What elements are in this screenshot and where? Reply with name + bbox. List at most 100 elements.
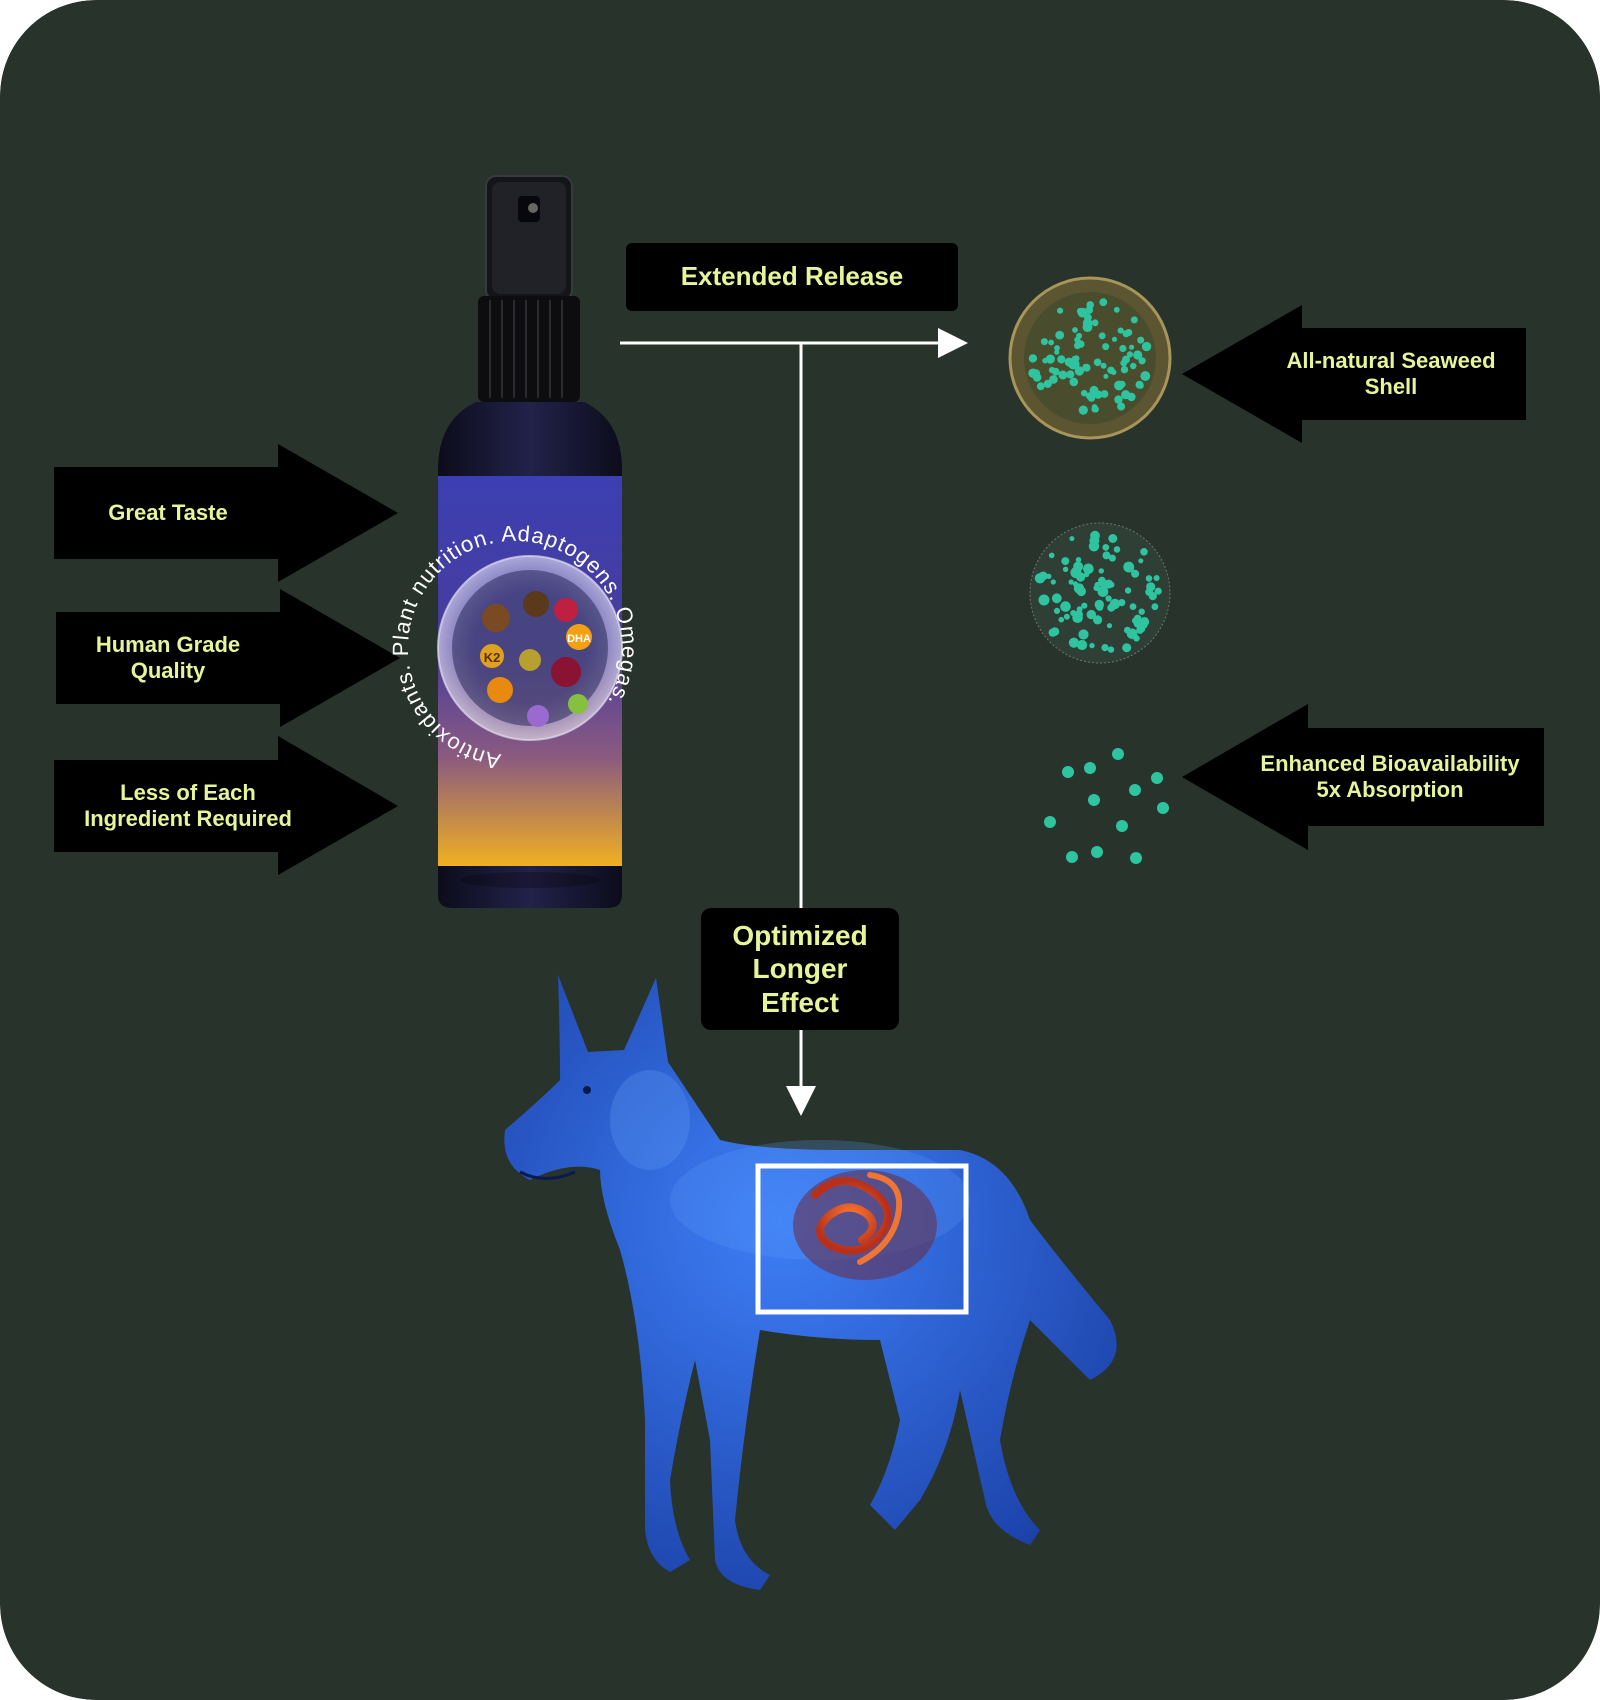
particle-dot bbox=[1122, 643, 1132, 653]
particle-dot bbox=[1111, 336, 1118, 342]
particle-dot bbox=[1048, 552, 1055, 559]
particle-dot bbox=[1093, 358, 1102, 367]
particle-dot bbox=[1057, 355, 1066, 364]
particle-dot bbox=[1028, 354, 1038, 363]
particle-dot bbox=[1141, 341, 1152, 352]
particle-dot bbox=[1062, 566, 1069, 572]
particle-dot bbox=[1054, 349, 1060, 355]
particle-dot bbox=[1055, 330, 1065, 340]
particle-dot bbox=[1124, 587, 1132, 594]
particle-dot bbox=[1057, 307, 1064, 314]
particle-dot bbox=[1117, 402, 1126, 411]
particle-dot bbox=[1069, 536, 1075, 542]
particle-dot bbox=[1108, 554, 1116, 562]
feature-arrow-human-grade bbox=[56, 589, 400, 727]
particle-dot bbox=[1086, 392, 1094, 400]
particle-dot bbox=[1123, 561, 1135, 573]
particle-dot bbox=[1151, 603, 1159, 611]
particle-dot bbox=[1043, 379, 1052, 388]
released-particles-icon bbox=[1044, 748, 1169, 864]
particle-dot bbox=[1118, 380, 1126, 388]
particle-dot bbox=[1078, 405, 1088, 415]
particle-dot bbox=[1038, 594, 1050, 606]
particle-dot bbox=[1098, 332, 1106, 340]
particle-dot bbox=[1133, 635, 1140, 642]
particle-dot bbox=[1122, 355, 1130, 364]
particle-dot bbox=[1135, 352, 1142, 358]
effect-line-2: Longer bbox=[752, 953, 848, 985]
particle-dot bbox=[1068, 637, 1079, 648]
particle-dot bbox=[1137, 382, 1144, 389]
particle-dot bbox=[1092, 406, 1099, 413]
particle-dot bbox=[1074, 610, 1083, 619]
dha-badge-label: DHA bbox=[567, 633, 591, 645]
callout-arrow-bioavailability bbox=[1182, 704, 1544, 850]
particle-dot bbox=[1114, 395, 1123, 404]
particle-dot bbox=[1100, 362, 1107, 369]
dha-badge-icon bbox=[566, 624, 592, 650]
callout-label-seaweed-shell: All-natural Seaweed Shell bbox=[1266, 328, 1516, 420]
particle-dot bbox=[1109, 598, 1121, 610]
released-particle bbox=[1062, 766, 1074, 778]
released-particle bbox=[1091, 846, 1103, 858]
particle-dot bbox=[1089, 642, 1095, 649]
particle-dot bbox=[1139, 626, 1146, 633]
particle-dot bbox=[1080, 389, 1088, 397]
particle-dot bbox=[1051, 593, 1062, 604]
left-feature-arrows bbox=[54, 444, 400, 875]
released-particle bbox=[1084, 762, 1096, 774]
particle-dot bbox=[1129, 344, 1135, 350]
shell-particles bbox=[1028, 298, 1152, 415]
particle-dot bbox=[1074, 342, 1081, 350]
released-particle bbox=[1088, 794, 1100, 806]
extended-release-label: Extended Release bbox=[680, 261, 904, 292]
particle-dot bbox=[1102, 551, 1111, 560]
particle-dot bbox=[1045, 354, 1055, 364]
particle-dot bbox=[1138, 357, 1146, 365]
particle-dot bbox=[1140, 548, 1148, 556]
particle-dot bbox=[1101, 644, 1109, 652]
particle-dot bbox=[1145, 575, 1153, 582]
extended-release-box: Extended Release bbox=[626, 243, 958, 311]
callout-label-bioavailability: Enhanced Bioavailability 5x Absorption bbox=[1240, 728, 1540, 826]
particle-dot bbox=[1107, 646, 1115, 653]
feature-text-line-1: Less of Each bbox=[120, 779, 256, 805]
particle-dot bbox=[1074, 366, 1085, 376]
feature-arrow-great-taste bbox=[54, 444, 398, 582]
particle-dot bbox=[1133, 619, 1142, 628]
particle-dot bbox=[1058, 370, 1068, 380]
callout-arrow-seaweed-shell bbox=[1182, 305, 1526, 443]
particle-dot bbox=[1077, 307, 1088, 318]
connector-lines bbox=[620, 328, 968, 1116]
particle-dot bbox=[1126, 351, 1133, 358]
particle-dot bbox=[1154, 587, 1162, 595]
feature-label-less-ingredient: Less of Each Ingredient Required bbox=[54, 760, 322, 852]
particle-dot bbox=[1106, 623, 1113, 629]
particle-dot bbox=[1076, 332, 1083, 339]
particle-dot bbox=[1140, 371, 1151, 381]
particle-dot bbox=[1130, 316, 1138, 324]
particle-dot bbox=[1091, 319, 1099, 327]
core-particles bbox=[1034, 530, 1162, 653]
particle-dot bbox=[1086, 609, 1097, 620]
particle-dot bbox=[1070, 567, 1082, 579]
nutrient-core-icon bbox=[1029, 522, 1171, 664]
particle-dot bbox=[1083, 571, 1090, 578]
particle-dot bbox=[1066, 370, 1075, 379]
k2-badge-label: K2 bbox=[484, 650, 501, 665]
particle-dot bbox=[1083, 563, 1094, 575]
particle-dot bbox=[1068, 579, 1074, 585]
callout-text-line-2: Shell bbox=[1364, 374, 1418, 399]
ingredient-icons bbox=[480, 591, 592, 727]
feature-label-great-taste: Great Taste bbox=[54, 467, 282, 559]
particle-dot bbox=[1061, 557, 1070, 566]
particle-dot bbox=[1094, 599, 1105, 610]
particle-dot bbox=[1072, 327, 1078, 333]
released-particle bbox=[1116, 820, 1128, 832]
particle-dot bbox=[1125, 329, 1133, 336]
particle-dot bbox=[1130, 362, 1137, 370]
particle-dot bbox=[1060, 601, 1071, 612]
feature-text-line-2: Quality bbox=[130, 658, 206, 683]
